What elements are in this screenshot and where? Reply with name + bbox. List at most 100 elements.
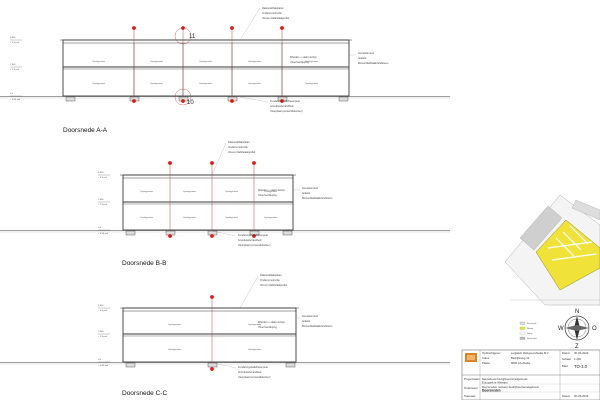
svg-text:Opslagruimte: Opslagruimte: [183, 216, 197, 219]
foundation-blocks: [125, 362, 296, 368]
section-title: Doorsnede C-C: [122, 390, 167, 397]
section-title: Doorsnede B-B: [122, 260, 166, 267]
room-labels: Opslagruimte Opslagruimte Opslagruimte O…: [168, 323, 262, 351]
annotations-mid: Wanden + stalen kozijn Vloer/verdieping: [290, 55, 317, 64]
svg-text:Bestaand: Bestaand: [527, 322, 537, 325]
section-b-b: 6,800 + 6,8 peil 2,800 + 2,8 peil 0,0 + …: [0, 140, 450, 267]
annotations-right: Gevelelement Isolatie Binnenblad/kalkzan…: [296, 314, 333, 328]
svg-text:+ 6,8 peil: + 6,8 peil: [98, 177, 107, 179]
svg-text:+ 2,8 peil: + 2,8 peil: [10, 69, 19, 71]
svg-text:6,800: 6,800: [10, 37, 16, 39]
section-a-a: 11 10 6,800 + 6,8 peil 2,800 + 2,8 peil …: [0, 6, 450, 134]
svg-text:Vloer/verdieping: Vloer/verdieping: [258, 193, 277, 197]
room-labels: Opslagruimte Opslagruimte Opslagruimte O…: [92, 60, 319, 85]
svg-text:Dakrand/dakplaten: Dakrand/dakplaten: [228, 140, 250, 144]
svg-text:Binnenblad/kalkzandsteen: Binnenblad/kalkzandsteen: [358, 61, 389, 65]
annotations-right: Gevelelement Isolatie Binnenblad/kalkzan…: [293, 186, 333, 200]
svg-text:8000 AA Zwolle: 8000 AA Zwolle: [511, 361, 531, 365]
detail-callout-circle: [174, 88, 192, 106]
grid-markers: [210, 295, 214, 371]
svg-text:0,0: 0,0: [10, 93, 14, 95]
svg-text:+ 6,8 peil: + 6,8 peil: [10, 42, 19, 44]
svg-text:Opslagruimte: Opslagruimte: [199, 82, 213, 85]
svg-text:Opslagruimte: Opslagruimte: [199, 60, 213, 63]
svg-text:Vloerplaat (cementdekvloer): Vloerplaat (cementdekvloer): [238, 243, 271, 247]
svg-text:Gevelelement: Gevelelement: [302, 314, 318, 318]
svg-text:Opslagruimte: Opslagruimte: [92, 60, 106, 63]
level-marks: 6,800 + 6,8 peil 2,800 + 2,8 peil 0,0 + …: [98, 305, 110, 367]
building-outline: [122, 174, 294, 231]
svg-text:IJzeren balk/staalprofiel: IJzeren balk/staalprofiel: [228, 150, 256, 154]
company-logo: [465, 353, 477, 362]
svg-text:Opdrachtgever: Opdrachtgever: [482, 351, 501, 355]
svg-text:IJzeren balk/staalprofiel: IJzeren balk/staalprofiel: [262, 16, 290, 20]
svg-text:+ 2,8 peil: + 2,8 peil: [98, 204, 107, 206]
svg-text:Europark te Wierden: Europark te Wierden: [482, 381, 508, 385]
title-block: Opdrachtgever Adres Plaats Projectnaam O…: [461, 349, 600, 400]
svg-text:Binnenblad/kalkzandsteen: Binnenblad/kalkzandsteen: [302, 196, 333, 200]
svg-text:Funderingsbalk/betonpoer: Funderingsbalk/betonpoer: [270, 99, 300, 103]
svg-text:Nieuw: Nieuw: [527, 328, 533, 330]
svg-text:Opslagruimte: Opslagruimte: [305, 60, 319, 63]
svg-text:+ 2,8 peil: + 2,8 peil: [98, 336, 107, 338]
site-plan-key: [504, 194, 600, 306]
plan-grid: [547, 225, 597, 261]
svg-text:Opslagruimte: Opslagruimte: [248, 323, 262, 326]
grid-label-bottom: 10: [187, 100, 194, 106]
room-labels: Opslagruimte Opslagruimte Opslagruimte O…: [140, 190, 278, 219]
svg-text:Onderconstructie: Onderconstructie: [228, 145, 248, 149]
annotations-mid: Wanden + stalen kozijn Vloer/verdieping: [258, 188, 285, 197]
svg-text:Projectnaam: Projectnaam: [464, 377, 480, 381]
annotations-bottom: Funderingsbalk/betonpoer Grondwerk/zandb…: [213, 362, 271, 379]
svg-text:0,0: 0,0: [98, 359, 102, 361]
svg-text:1:200: 1:200: [574, 357, 581, 361]
svg-text:Grondwerk/zandbed: Grondwerk/zandbed: [270, 104, 294, 108]
svg-text:2,800: 2,800: [10, 64, 16, 66]
compass-north: N: [575, 309, 579, 315]
grid-markers-bottom: [132, 99, 284, 103]
svg-text:Onderconstructie: Onderconstructie: [262, 11, 282, 15]
svg-text:30-03-2023: 30-03-2023: [574, 351, 589, 355]
svg-text:+ 6,8 peil: + 6,8 peil: [98, 310, 107, 312]
svg-text:Opslagruimte: Opslagruimte: [264, 190, 278, 193]
svg-text:Wanden + stalen kozijn: Wanden + stalen kozijn: [258, 188, 285, 192]
svg-text:IJzeren balk/staalprofiel: IJzeren balk/staalprofiel: [260, 283, 288, 287]
svg-text:Opslagruimte: Opslagruimte: [168, 348, 182, 351]
svg-text:Opslagruimte: Opslagruimte: [140, 216, 154, 219]
svg-text:Opslagruimte: Opslagruimte: [248, 82, 262, 85]
svg-text:Schaal: Schaal: [562, 357, 571, 361]
svg-text:Isolatie: Isolatie: [302, 191, 311, 195]
section-title: Doorsnede A-A: [63, 127, 108, 134]
svg-text:Opslagruimte: Opslagruimte: [140, 190, 154, 193]
svg-text:Nieuwbouw bedrijfsverzamelgebo: Nieuwbouw bedrijfsverzamelgebouw: [482, 377, 528, 381]
svg-text:Opslagruimte: Opslagruimte: [225, 190, 239, 193]
annotations-mid: Wanden + stalen kozijn Vloer/verdieping: [258, 320, 285, 329]
compass-south: Z: [575, 344, 579, 350]
svg-text:Renovatie: Renovatie: [527, 337, 538, 340]
svg-text:Isolatie: Isolatie: [358, 56, 367, 60]
grid-markers-bottom: [168, 234, 256, 238]
svg-text:Opslagruimte: Opslagruimte: [92, 82, 106, 85]
foundation-blocks: [65, 96, 349, 102]
svg-text:Opslagruimte: Opslagruimte: [248, 60, 262, 63]
svg-text:Logistiek Vastgoed Zwolle B.V.: Logistiek Vastgoed Zwolle B.V.: [511, 351, 549, 355]
svg-text:Blad: Blad: [562, 364, 568, 368]
svg-text:Onderwerp: Onderwerp: [464, 386, 478, 390]
svg-text:+ 0,00 peil: + 0,00 peil: [98, 233, 109, 235]
svg-text:Opslagruimte: Opslagruimte: [225, 216, 239, 219]
svg-text:TO-3.0: TO-3.0: [574, 364, 588, 369]
annotations-top: Dakrand/dakplaten Onderconstructie IJzer…: [211, 140, 256, 176]
svg-text:Tekenaar: Tekenaar: [464, 394, 476, 398]
svg-text:Opslagruimte: Opslagruimte: [150, 60, 164, 63]
svg-text:2,800: 2,800: [98, 199, 104, 201]
svg-text:Doorsneden: Doorsneden: [482, 389, 501, 393]
svg-text:Adres: Adres: [482, 356, 490, 360]
svg-text:Binnenblad/kalkzandsteen: Binnenblad/kalkzandsteen: [302, 324, 333, 328]
svg-text:Plaats: Plaats: [482, 361, 490, 365]
compass-east: O: [592, 326, 597, 332]
svg-text:2,800: 2,800: [98, 331, 104, 333]
svg-text:Opslagruimte: Opslagruimte: [183, 190, 197, 193]
annotations-right: Gevelelement Isolatie Binnenblad/kalkzan…: [349, 51, 389, 65]
svg-text:Grondwerk/zandbed: Grondwerk/zandbed: [238, 370, 262, 374]
